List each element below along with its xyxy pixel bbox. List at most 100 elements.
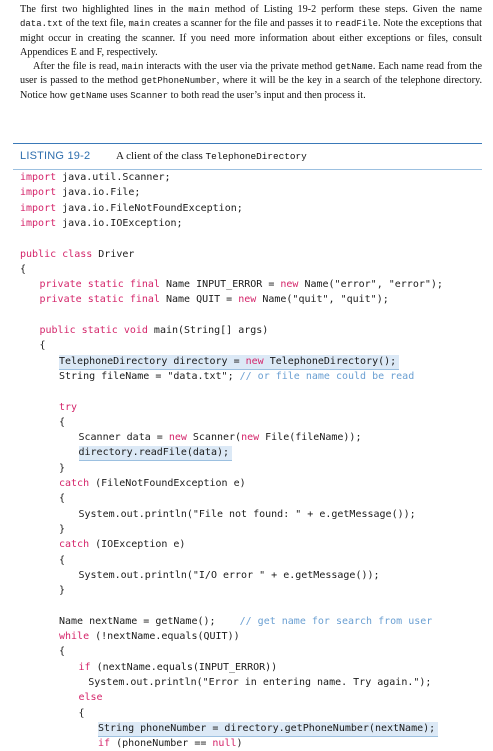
- code-text: Name("quit", "quit");: [256, 294, 389, 306]
- code-text: (FileNotFoundException e): [89, 478, 246, 489]
- code-text: Scanner(: [186, 432, 242, 444]
- text-run: creates a scanner for the file and passe…: [150, 18, 335, 30]
- code-line: import java.io.File;: [20, 186, 140, 200]
- code-line: Scanner data = new Scanner(new File(file…: [79, 431, 362, 445]
- inline-code: main: [188, 5, 210, 15]
- code-line: {: [79, 707, 85, 721]
- code-text: (IOException e): [89, 539, 186, 551]
- code-line: import java.util.Scanner;: [20, 171, 171, 185]
- comment: // get name for search from user: [239, 615, 433, 627]
- code-text: File(fileName));: [259, 432, 362, 444]
- code-line: import java.io.IOException;: [20, 217, 183, 231]
- code-line: System.out.println("File not found: " + …: [79, 508, 416, 522]
- keyword: import: [20, 187, 57, 199]
- code-text: Name("error", "error");: [298, 279, 443, 291]
- inline-code: getName: [335, 62, 373, 73]
- keyword: import: [20, 172, 57, 183]
- code-line: catch (FileNotFoundException e): [59, 477, 246, 491]
- highlighted-code-line: String phoneNumber = directory.getPhoneN…: [98, 721, 439, 737]
- code-text: (phoneNumber ==: [110, 738, 213, 750]
- code-text: System.out.println("Error in entering na…: [88, 676, 432, 688]
- code-line: import java.io.FileNotFoundException;: [20, 202, 243, 216]
- code-line: public class Driver: [20, 248, 134, 262]
- text-run: to both read the user’s input and then p…: [168, 89, 366, 101]
- code-text: TelephoneDirectory directory =: [59, 355, 246, 367]
- code-line: private static final Name QUIT = new Nam…: [40, 293, 389, 307]
- listing-header: LISTING 19-2 A client of the class Telep…: [13, 143, 482, 170]
- code-line: System.out.println("I/O error " + e.getM…: [79, 569, 380, 583]
- code-text: Name INPUT_ERROR =: [159, 279, 281, 291]
- listing-number: LISTING 19-2: [20, 150, 91, 162]
- code-line: {: [59, 492, 65, 506]
- keyword: class: [62, 248, 93, 260]
- code-text: {: [59, 493, 66, 505]
- code-line: try: [59, 401, 77, 415]
- keyword: static: [87, 294, 124, 306]
- keyword: private: [39, 279, 82, 291]
- listing-caption: A client of the class TelephoneDirectory: [116, 144, 307, 169]
- inline-code: getPhoneNumber: [141, 76, 217, 87]
- code-text: (!nextName.equals(QUIT)): [89, 631, 240, 642]
- code-line: {: [20, 263, 26, 277]
- keyword: catch: [59, 539, 90, 551]
- keyword: new: [238, 294, 257, 306]
- paragraph-1: The first two highlighted lines in the m…: [20, 3, 482, 60]
- code-line: {: [59, 416, 65, 430]
- keyword: final: [129, 294, 160, 306]
- keyword: public: [20, 248, 57, 260]
- keyword: final: [129, 279, 160, 291]
- code-line: catch (IOException e): [59, 538, 185, 552]
- code-text: }: [59, 585, 66, 597]
- paragraph-2: After the file is read, main interacts w…: [20, 60, 482, 103]
- code-text: TelephoneDirectory();: [263, 355, 397, 367]
- inline-code: main: [121, 62, 144, 73]
- code-text: {: [59, 646, 66, 658]
- code-text: Name nextName = getName();: [59, 615, 240, 627]
- code-text: {: [39, 340, 46, 352]
- code-text: Driver: [92, 248, 135, 260]
- code-line: if (phoneNumber == null): [98, 737, 243, 751]
- keyword: if: [98, 738, 111, 750]
- text-run: method of Listing 19-2 perform these ste…: [209, 4, 483, 15]
- keyword: else: [78, 692, 103, 704]
- code-line: {: [59, 645, 65, 659]
- inline-code: readFile: [334, 19, 378, 30]
- inline-code: Scanner: [130, 90, 169, 101]
- highlighted-code-line: TelephoneDirectory directory = new Telep…: [59, 354, 400, 370]
- keyword: catch: [59, 478, 90, 489]
- code-line: }: [59, 584, 65, 598]
- code-text: directory.readFile(data);: [78, 447, 230, 459]
- code-text: String phoneNumber = directory.getPhoneN…: [98, 722, 436, 734]
- listing-caption-class: TelephoneDirectory: [205, 151, 307, 162]
- inline-code: main: [128, 19, 151, 30]
- code-line: {: [59, 554, 65, 568]
- code-line: else: [79, 691, 103, 705]
- text-run: , where it will be the key in a search o…: [20, 75, 482, 101]
- body-text: The first two highlighted lines in the m…: [20, 3, 482, 103]
- text-run: interacts with the user via the private …: [143, 61, 336, 73]
- listing-caption-text: A client of the class: [116, 150, 206, 162]
- code-text: {: [78, 707, 85, 719]
- code-text: System.out.println("File not found: " + …: [78, 508, 416, 520]
- inline-code: data.txt: [20, 19, 64, 30]
- code-line: private static final Name INPUT_ERROR = …: [40, 278, 443, 292]
- code-text: {: [59, 554, 66, 566]
- keyword: import: [20, 202, 57, 214]
- comment: // or file name could be read: [239, 370, 415, 382]
- keyword: private: [39, 294, 82, 306]
- code-text: Name QUIT =: [159, 294, 239, 306]
- text-run: . Note the exceptions that might occur i…: [20, 18, 482, 58]
- code-text: java.util.Scanner;: [56, 172, 171, 183]
- keyword: while: [59, 631, 90, 642]
- text-run: of the text file,: [63, 18, 129, 30]
- code-text: (nextName.equals(INPUT_ERROR)): [90, 661, 278, 673]
- code-text: java.io.IOException;: [56, 217, 183, 229]
- code-line: }: [59, 523, 65, 537]
- code-line: if (nextName.equals(INPUT_ERROR)): [79, 661, 278, 675]
- code-text: System.out.println("I/O error " + e.getM…: [78, 569, 380, 581]
- code-text: main(String[] args): [147, 325, 269, 336]
- code-line: }: [59, 462, 65, 476]
- code-text: String fileName = "data.txt";: [59, 370, 240, 382]
- text-run: After the file is read,: [33, 61, 122, 73]
- code-text: ): [236, 738, 243, 750]
